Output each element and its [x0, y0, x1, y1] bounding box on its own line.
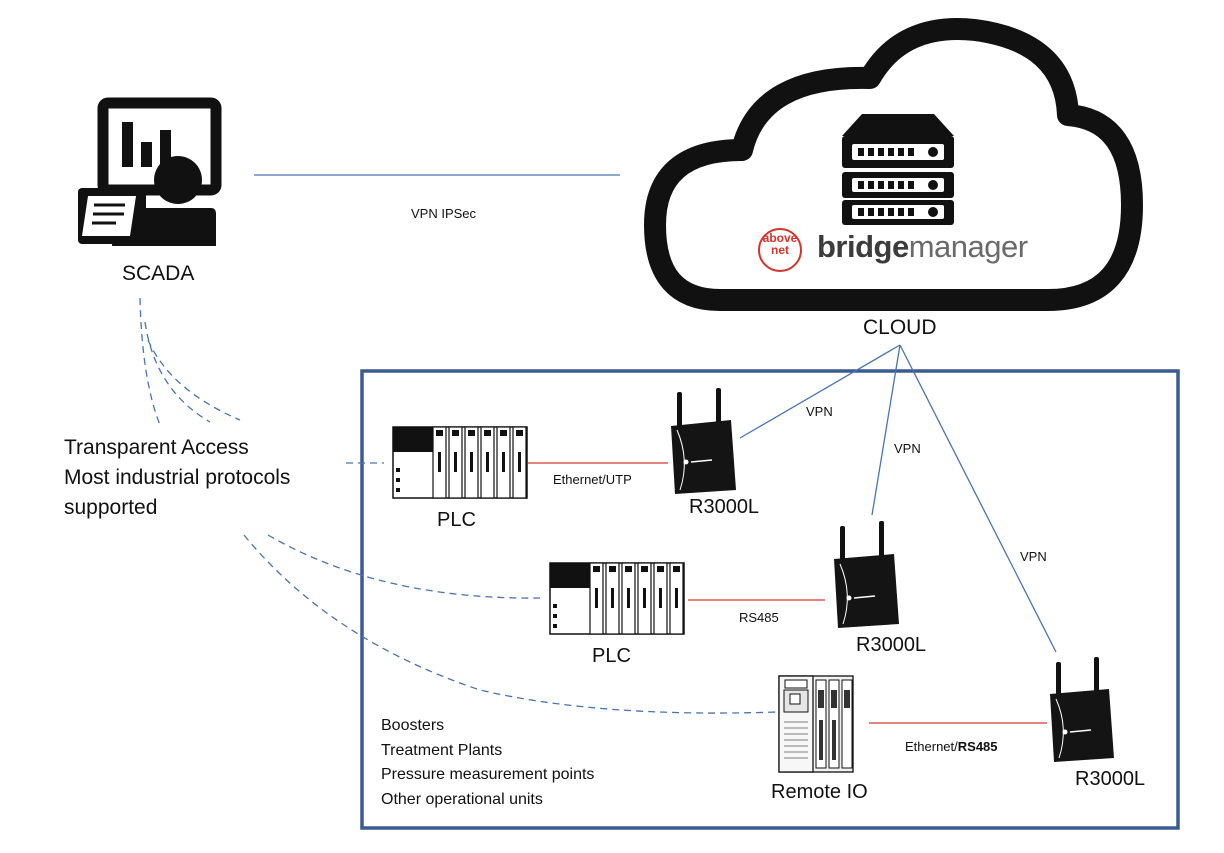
dashed-scada-to-access-3	[147, 339, 241, 421]
access-line-1: Transparent Access	[64, 436, 249, 459]
access-line-3: supported	[64, 496, 158, 519]
abovenet-logo-icon	[758, 228, 802, 272]
bridgemanager-logo: bridgemanager	[817, 229, 1028, 265]
router-3-label: R3000L	[1075, 768, 1146, 790]
router-2-icon	[834, 521, 899, 628]
vpn-label-2: VPN	[894, 441, 921, 456]
router-1-icon	[671, 388, 736, 494]
vpn-ipsec-label: VPN IPSec	[411, 206, 477, 221]
brand-bold: bridge	[817, 229, 909, 264]
rs485-part: RS485	[957, 739, 998, 754]
site-type-item: Boosters	[381, 717, 445, 734]
abovenet-logo-text: above net	[762, 231, 798, 257]
plc-2-label: PLC	[592, 645, 631, 667]
dashed-scada-to-access-1	[139, 297, 161, 426]
remote-io-label: Remote IO	[771, 781, 868, 803]
rs485-label: RS485	[739, 610, 779, 625]
field-site-frame	[360, 369, 1180, 830]
dashed-scada-to-access-2	[144, 321, 211, 423]
site-type-item: Treatment Plants	[381, 741, 503, 759]
site-type-item: Other operational units	[381, 790, 543, 808]
ethernet-utp-label: Ethernet/UTP	[553, 472, 632, 487]
ethernet-rs485-label: Ethernet/RS485	[905, 739, 998, 754]
server-icon	[842, 114, 954, 225]
remote-io-icon	[778, 675, 854, 773]
transparent-access-text: Transparent Access Most industrial proto…	[64, 433, 290, 523]
vpn-label-3: VPN	[1020, 549, 1047, 564]
site-type-item: Pressure measurement points	[381, 766, 595, 783]
dashed-access-to-plc-2	[267, 534, 541, 599]
cloud-label: CLOUD	[863, 316, 937, 339]
ethernet-part: Ethernet/	[905, 739, 958, 754]
access-line-2: Most industrial protocols	[64, 466, 291, 489]
plc-2-icon	[549, 562, 685, 635]
site-types-list: Boosters Treatment Plants Pressure measu…	[381, 714, 594, 812]
brand-light: manager	[908, 229, 1028, 264]
router-3-icon	[1050, 657, 1114, 762]
plc-1-label: PLC	[437, 509, 476, 531]
vpn-link-router-3	[899, 344, 1057, 653]
scada-label: SCADA	[122, 262, 195, 285]
abovenet-logo: above net	[758, 232, 802, 256]
vpn-label-1: VPN	[806, 404, 833, 419]
router-2-label: R3000L	[856, 634, 927, 656]
dashed-access-to-remote-io	[243, 534, 778, 714]
router-1-label: R3000L	[689, 496, 760, 518]
vpn-link-router-2	[871, 344, 901, 516]
vpn-link-router-1	[739, 344, 901, 439]
plc-1-icon	[392, 426, 528, 499]
scada-operator-icon	[78, 97, 222, 246]
